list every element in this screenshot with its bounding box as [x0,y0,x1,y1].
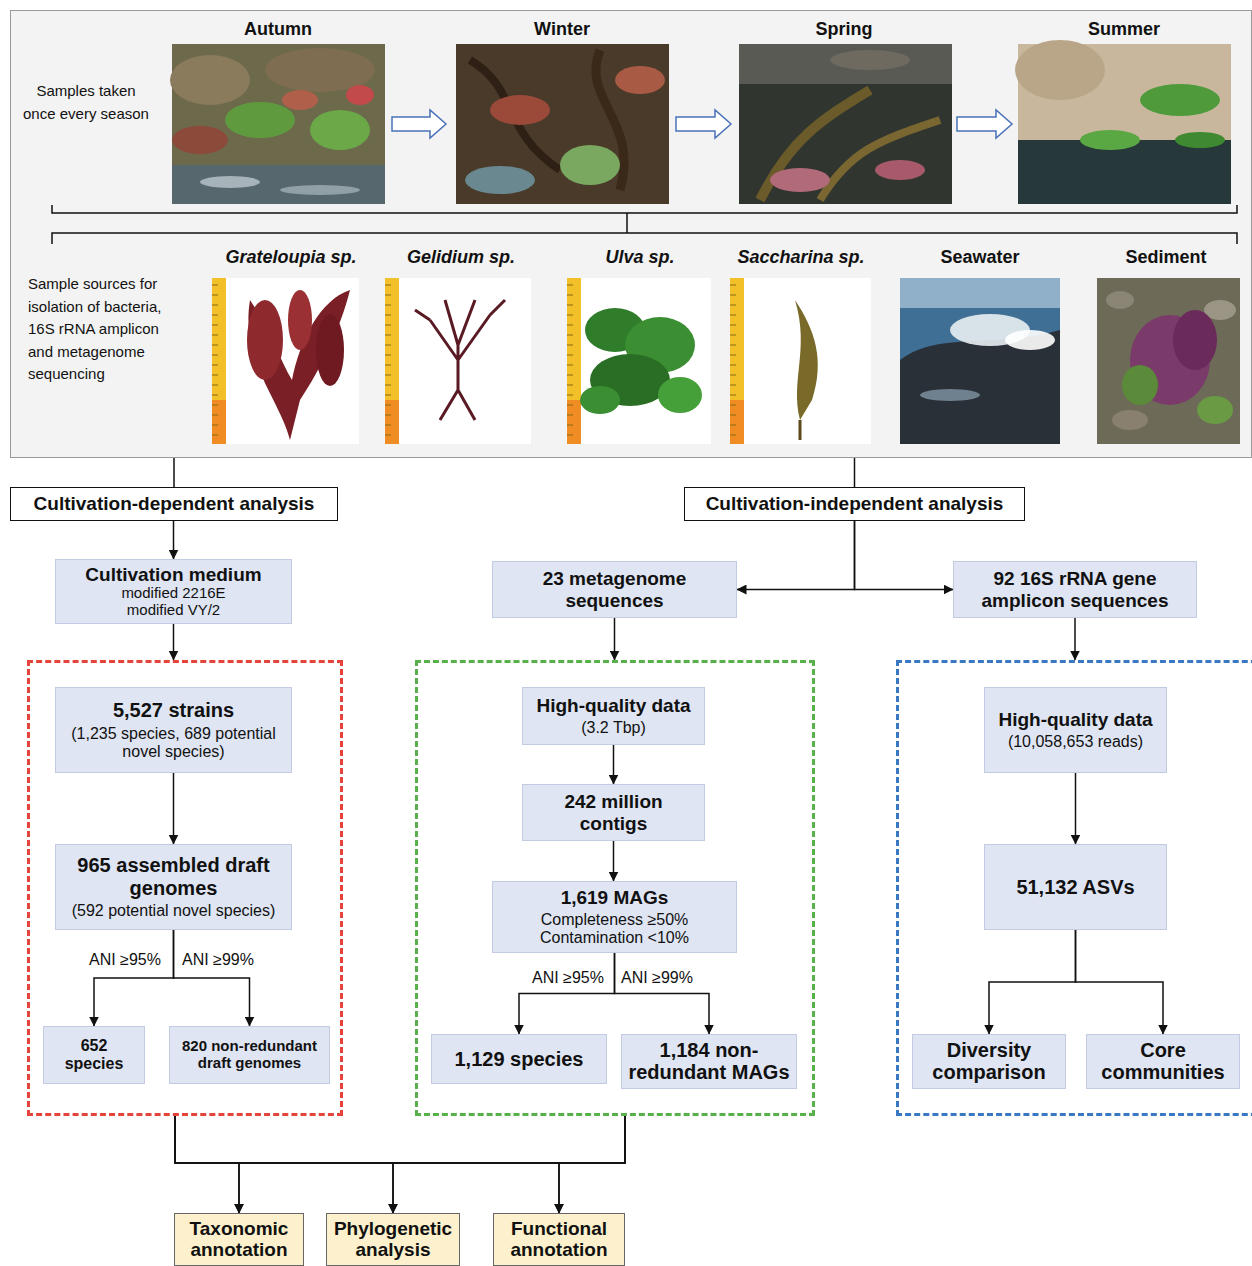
source-label: Grateloupia sp. [181,247,401,268]
node-heading: 652 species [50,1037,138,1073]
connector [173,521,175,559]
node-heading: 1,619 MAGs [561,887,669,908]
result-box: 652 species [43,1026,145,1084]
process-box: High-quality data (3.2 Tbp) [522,687,705,745]
season-label: Spring [734,19,954,40]
connector [175,1116,559,1213]
connector [1074,618,1076,660]
node-body: modified 2216E modified VY/2 [109,585,239,619]
analysis-box: Cultivation-independent analysis [684,487,1025,521]
connector [94,930,174,1026]
connector [175,1116,393,1213]
process-box: 51,132 ASVs [984,844,1167,930]
sample-panel: Samples taken once every seasonSample so… [10,10,1252,458]
node-heading: Functional annotation [500,1218,618,1261]
analysis-box: Cultivation-dependent analysis [10,487,338,521]
node-body: (1,235 species, 689 potential novel spec… [62,725,285,761]
connector [173,773,175,844]
source-label: Ulva sp. [530,247,750,268]
result-box: 1,129 species [431,1034,607,1084]
connector [239,1116,625,1213]
node-heading: Phylogenetic analysis [333,1218,453,1261]
output-box: Phylogenetic analysis [326,1213,460,1266]
process-box: 23 metagenome sequences [492,561,737,618]
connector [519,953,615,1034]
result-box: Diversity comparison [912,1034,1066,1089]
result-box: 820 non-redundant draft genomes [169,1026,330,1084]
photo-illustrations [10,10,1252,458]
connector [737,521,855,590]
node-heading: 23 metagenome sequences [499,568,730,611]
dashed-group: High-quality data (3.2 Tbp) 242 million co… [415,660,815,1116]
node-body: Sample sources for isolation of bacteria… [28,273,188,386]
output-box: Taxonomic annotation [174,1213,304,1266]
season-label: Summer [1014,19,1234,40]
connector [613,745,615,784]
process-box: 242 million contigs [522,784,705,841]
connector [174,930,250,1026]
process-box: 92 16S rRNA gene amplicon sequences [953,561,1197,618]
connector [1075,773,1077,844]
connector [173,624,175,660]
process-box: 965 assembled draft genomes (592 potentia… [55,844,292,930]
connector [613,841,615,881]
node-heading: 1,184 non-redundant MAGs [628,1039,790,1084]
output-box: Functional annotation [493,1213,625,1266]
process-box: 1,619 MAGsCompleteness ≥50% Contaminatio… [492,881,737,953]
connector [614,618,616,660]
node-heading: 965 assembled draft genomes [62,854,285,899]
result-box: Core communities [1086,1034,1240,1089]
source-label: Seawater [870,247,1090,268]
edge-label: ANI ≥95% [531,969,605,987]
node-heading: 5,527 strains [113,699,234,721]
source-label: Saccharina sp. [691,247,911,268]
dashed-group: 5,527 strains (1,235 species, 689 potenti… [27,660,343,1116]
season-label: Winter [452,19,672,40]
connector [854,458,856,487]
node-heading: Taxonomic annotation [181,1218,297,1261]
node-heading: Cultivation medium [85,564,261,585]
connector [1076,930,1164,1034]
connector [175,1116,239,1213]
node-heading: Core communities [1093,1039,1233,1084]
process-box: Cultivation mediummodified 2216E modifie… [55,559,292,624]
connector [559,1116,625,1213]
source-label: Gelidium sp. [351,247,571,268]
node-heading: Samples taken once every season [22,80,150,125]
connector [393,1116,625,1213]
season-label: Autumn [168,19,388,40]
edge-label: ANI ≥95% [88,951,162,969]
source-label: Sediment [1056,247,1252,268]
node-heading: Diversity comparison [919,1039,1059,1084]
node-heading: Cultivation-independent analysis [706,493,1004,514]
result-box: 1,184 non-redundant MAGs [621,1034,797,1089]
process-box: 5,527 strains (1,235 species, 689 potenti… [55,687,292,773]
connector [989,930,1076,1034]
node-heading: High-quality data [536,695,690,716]
node-heading: Cultivation-dependent analysis [34,493,315,514]
node-heading: High-quality data [998,709,1152,730]
connector [855,521,954,590]
edge-label: ANI ≥99% [620,969,694,987]
node-body: (592 potential novel species) [72,902,276,920]
node-heading: 1,129 species [455,1048,584,1070]
process-box: High-quality data (10,058,653 reads) [984,687,1167,773]
node-heading: 242 million contigs [529,791,698,834]
connector [173,458,175,487]
connector [615,953,710,1034]
node-body: (3.2 Tbp) [581,719,646,737]
edge-label: ANI ≥99% [181,951,255,969]
node-heading: 820 non-redundant draft genomes [176,1038,323,1072]
node-heading: 51,132 ASVs [1016,876,1134,898]
dashed-group: High-quality data (10,058,653 reads) 51,13… [896,660,1252,1116]
node-body: Completeness ≥50% Contamination <10% [529,911,701,947]
node-body: (10,058,653 reads) [1008,733,1143,751]
node-heading: 92 16S rRNA gene amplicon sequences [960,568,1190,611]
